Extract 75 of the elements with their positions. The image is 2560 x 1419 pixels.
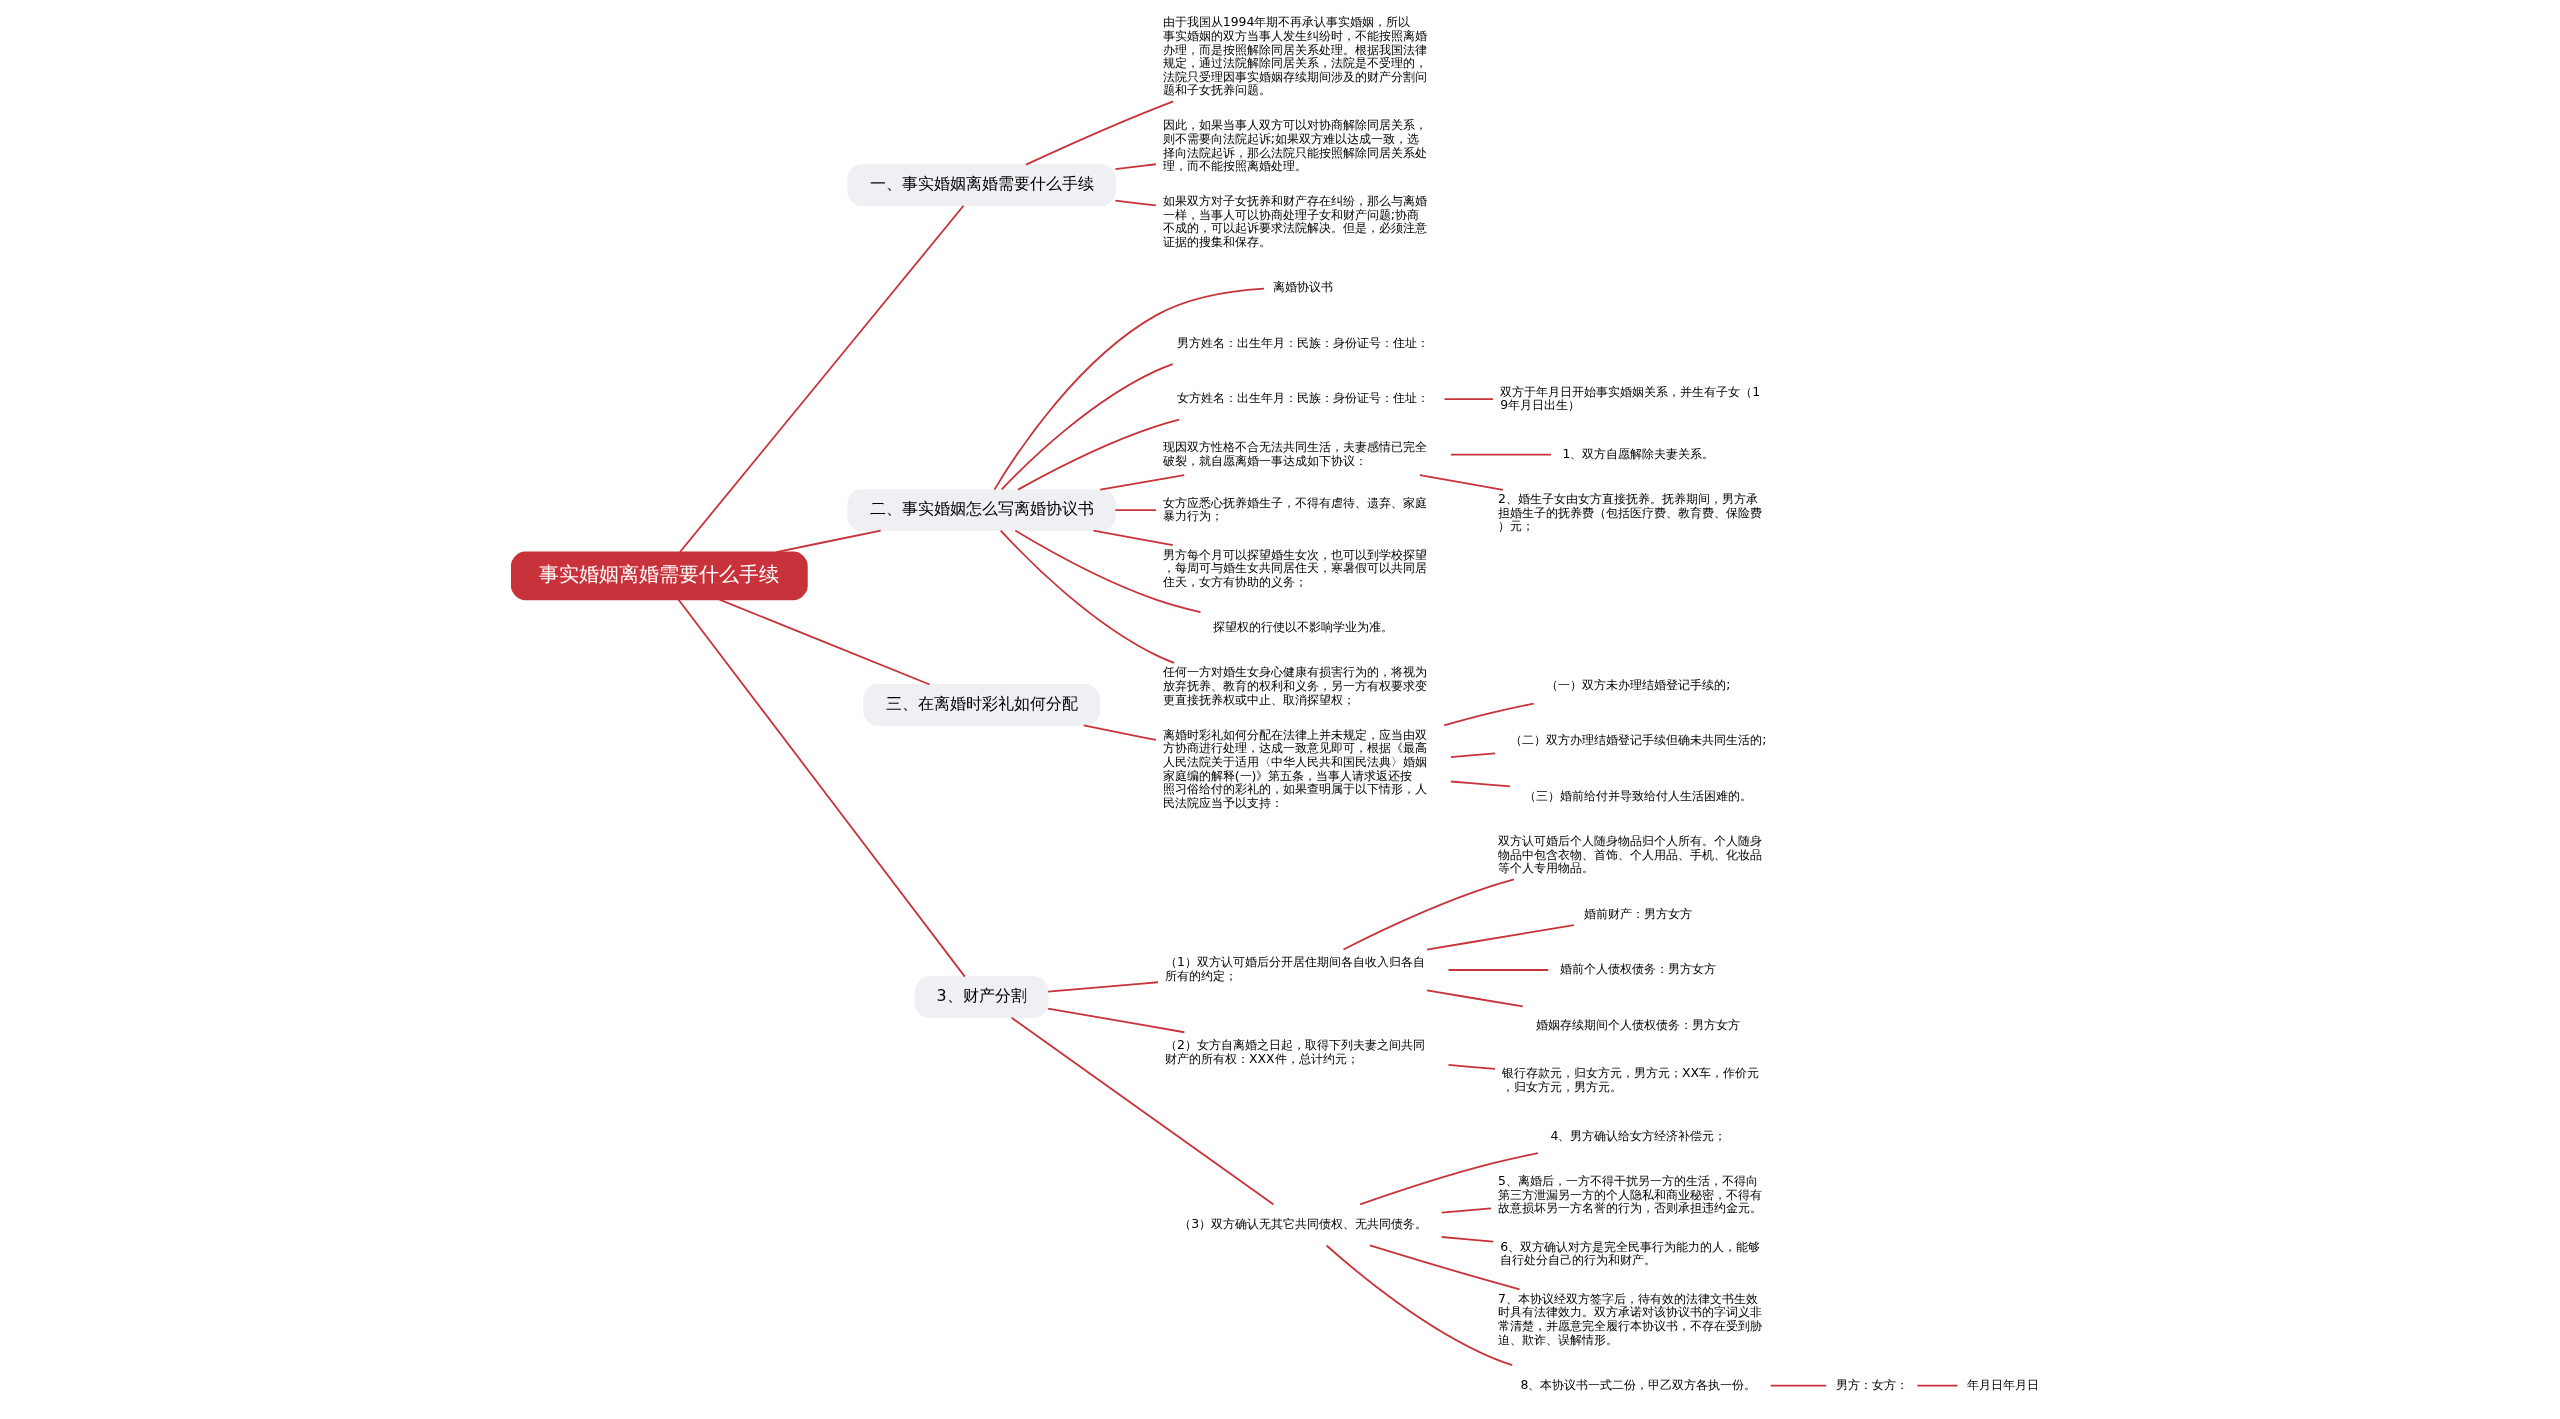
connector — [1369, 1244, 1521, 1291]
node-text: 4、男方确认给女方经济补偿元； — [1550, 1127, 1727, 1143]
node-text: 女方姓名：出生年月：民族：身份证号：住址： — [1177, 390, 1430, 406]
node-text: 探望权的行使以不影响学业为准。 — [1213, 619, 1394, 635]
connector — [1443, 398, 1494, 401]
node-text: 女方应悉心抚养婚生子，不得有虐待、遗弃、家庭暴力行为； — [1162, 494, 1427, 524]
node-box: 3、财产分割 — [914, 976, 1049, 1019]
node-text: 婚前财产：男方女方 — [1584, 905, 1693, 921]
connector — [679, 204, 965, 553]
node-text: （二）双方办理结婚登记手续但确未共同生活的; — [1510, 732, 1767, 748]
node-text: 6、双方确认对方是完全民事行为能力的人，能够自行处分自己的行为和财产。 — [1500, 1238, 1761, 1268]
connector — [1447, 1064, 1496, 1070]
node-text: 男方每个月可以探望婚生女次，也可以到学校探望，每周可与婚生女共同居住天，寒暑假可以共同居住天，女方有协助的义务； — [1162, 546, 1427, 589]
connector — [1047, 1007, 1186, 1034]
connector — [677, 598, 966, 978]
node-text: 任何一方对婚生女身心健康有损害行为的，将视为放弃抚养、教育的权利和义务，另一方有权要求变更直接抚养权或中止、取消探望权； — [1162, 664, 1427, 707]
node-text: 离婚时彩礼如何分配在法律上并未规定，应当由双方协商进行处理，达成一致意见即可，根据《最高人民法院关于适用〈中华人民共和国民法典〉婚姻家庭编的解释(一)》第五条，当事人请求返还按照习俗给付的彩礼的，如果查明属于以下情形，人民法院应当予以支持： — [1162, 726, 1427, 810]
connector — [1025, 100, 1175, 166]
node-box: 事实婚姻离婚需要什么手续 — [510, 551, 808, 601]
connector — [1017, 418, 1180, 491]
node-box: 三、在离婚时彩礼如何分配 — [863, 684, 1100, 726]
node-text: 男方姓名：出生年月：民族：身份证号：住址： — [1177, 334, 1430, 350]
node-text: （1）双方认可婚后分开居住期间各自收入归各自所有的约定； — [1165, 954, 1425, 983]
node-text: 5、离婚后，一方不得干扰另一方的生活，不得向第三方泄漏另一方的个人隐私和商业秘密，不得有故意损坏另一方名誉的行为，否则承担违约金元。 — [1498, 1172, 1763, 1216]
node-text: 如果双方对子女抚养和财产存在纠纷，那么与离婚一样，当事人可以协商处理子女和财产问题;协商不成的，可以起诉要求法院解决。但是，必须注意证据的搜集和保存。 — [1162, 193, 1427, 250]
connector — [1359, 1152, 1539, 1206]
node-text: （3）双方确认无其它共同债权、无共同债务。 — [1179, 1216, 1428, 1231]
connector — [1440, 1207, 1493, 1214]
connector — [999, 529, 1176, 664]
connector — [1916, 1384, 1959, 1387]
node-text: 因此，如果当事人双方可以对协商解除同居关系，则不需要向法院起诉;如果双方难以达成一致，选择向法院起诉，那么法院只能按照解除同居关系处理，而不能按照离婚处理。 — [1162, 117, 1427, 174]
node-text: 年月日年月日 — [1967, 1376, 2040, 1392]
connector — [1000, 363, 1174, 491]
node-text: 7、本协议经双方签字后，待有效的法律文书生效时具有法律效力。双方承诺对该协议书的字词义非常清楚，并愿意完全履行本协议书，不存在受到胁迫、欺诈、误解情形。 — [1498, 1290, 1763, 1347]
connector — [1099, 474, 1186, 491]
connector — [1769, 1384, 1828, 1387]
connector — [1443, 702, 1535, 727]
connector — [718, 598, 931, 686]
connector — [1092, 529, 1174, 547]
node-text: 婚前个人债权债务：男方女方 — [1560, 961, 1717, 977]
connector — [1450, 752, 1496, 758]
connector — [1325, 1244, 1514, 1367]
node-text: 婚姻存续期间个人债权债务：男方女方 — [1536, 1016, 1741, 1032]
connector — [1014, 529, 1202, 614]
node-text: 由于我国从1994年期不再承认事实婚姻，所以事实婚姻的双方当事人发生纠纷时，不能按照离婚办理，而是按照解除同居关系处理。根据我国法律规定，通过法院解除同居关系，法院是不受理的，法院只受理因事实婚姻存续期间涉及的财产分割问题和子女抚养问题。 — [1162, 14, 1427, 98]
node-text: 离婚协议书 — [1273, 279, 1334, 295]
node-box: 一、事实婚姻离婚需要什么手续 — [847, 164, 1116, 207]
connector — [1426, 989, 1524, 1008]
connector — [1426, 924, 1575, 951]
connector — [775, 529, 882, 553]
connector — [1082, 724, 1157, 741]
node-text: 双方于年月日开始事实婚姻关系，并生有子女（19年月日出生） — [1500, 383, 1761, 413]
node-box: 二、事实婚姻怎么写离婚协议书 — [847, 489, 1116, 532]
node-text: 双方认可婚后个人随身物品归个人所有。个人随身物品中包含衣物、首饰、个人用品、手机、化妆品等个人专用物品。 — [1498, 833, 1763, 876]
connector — [1047, 981, 1159, 993]
node-text: （一）双方未办理结婚登记手续的; — [1546, 676, 1731, 692]
node-text: 男方：女方： — [1835, 1376, 1908, 1392]
node-text: 8、本协议书一式二份，甲乙双方各执一份。 — [1520, 1376, 1757, 1392]
connector — [1447, 969, 1550, 971]
connector — [1010, 1016, 1275, 1206]
connector — [1114, 509, 1157, 512]
node-text: 现因双方性格不合无法共同生活，夫妻感情已完全破裂，就自愿离婚一事达成如下协议： — [1162, 439, 1427, 468]
connector — [1450, 780, 1511, 788]
node-text: 银行存款元，归女方元，男方元；XX车，作价元，归女方元，男方元。 — [1501, 1065, 1760, 1094]
node-text: 2、婚生子女由女方直接抚养。抚养期间，男方承担婚生子的抚养费（包括医疗费、教育费、保险费）元； — [1498, 491, 1763, 534]
connector — [1342, 878, 1515, 951]
connector — [1114, 163, 1157, 170]
node-text: 1、双方自愿解除夫妻关系。 — [1562, 445, 1715, 461]
connector — [1450, 453, 1552, 456]
node-text: （三）婚前给付并导致给付人生活困难的。 — [1524, 787, 1753, 803]
connector — [1114, 199, 1157, 207]
connector — [1418, 474, 1504, 491]
connector — [1440, 1236, 1495, 1243]
connector — [993, 287, 1265, 491]
node-text: （2）女方自离婚之日起，取得下列夫妻之间共同财产的所有权：XXX件，总计约元； — [1165, 1037, 1425, 1066]
